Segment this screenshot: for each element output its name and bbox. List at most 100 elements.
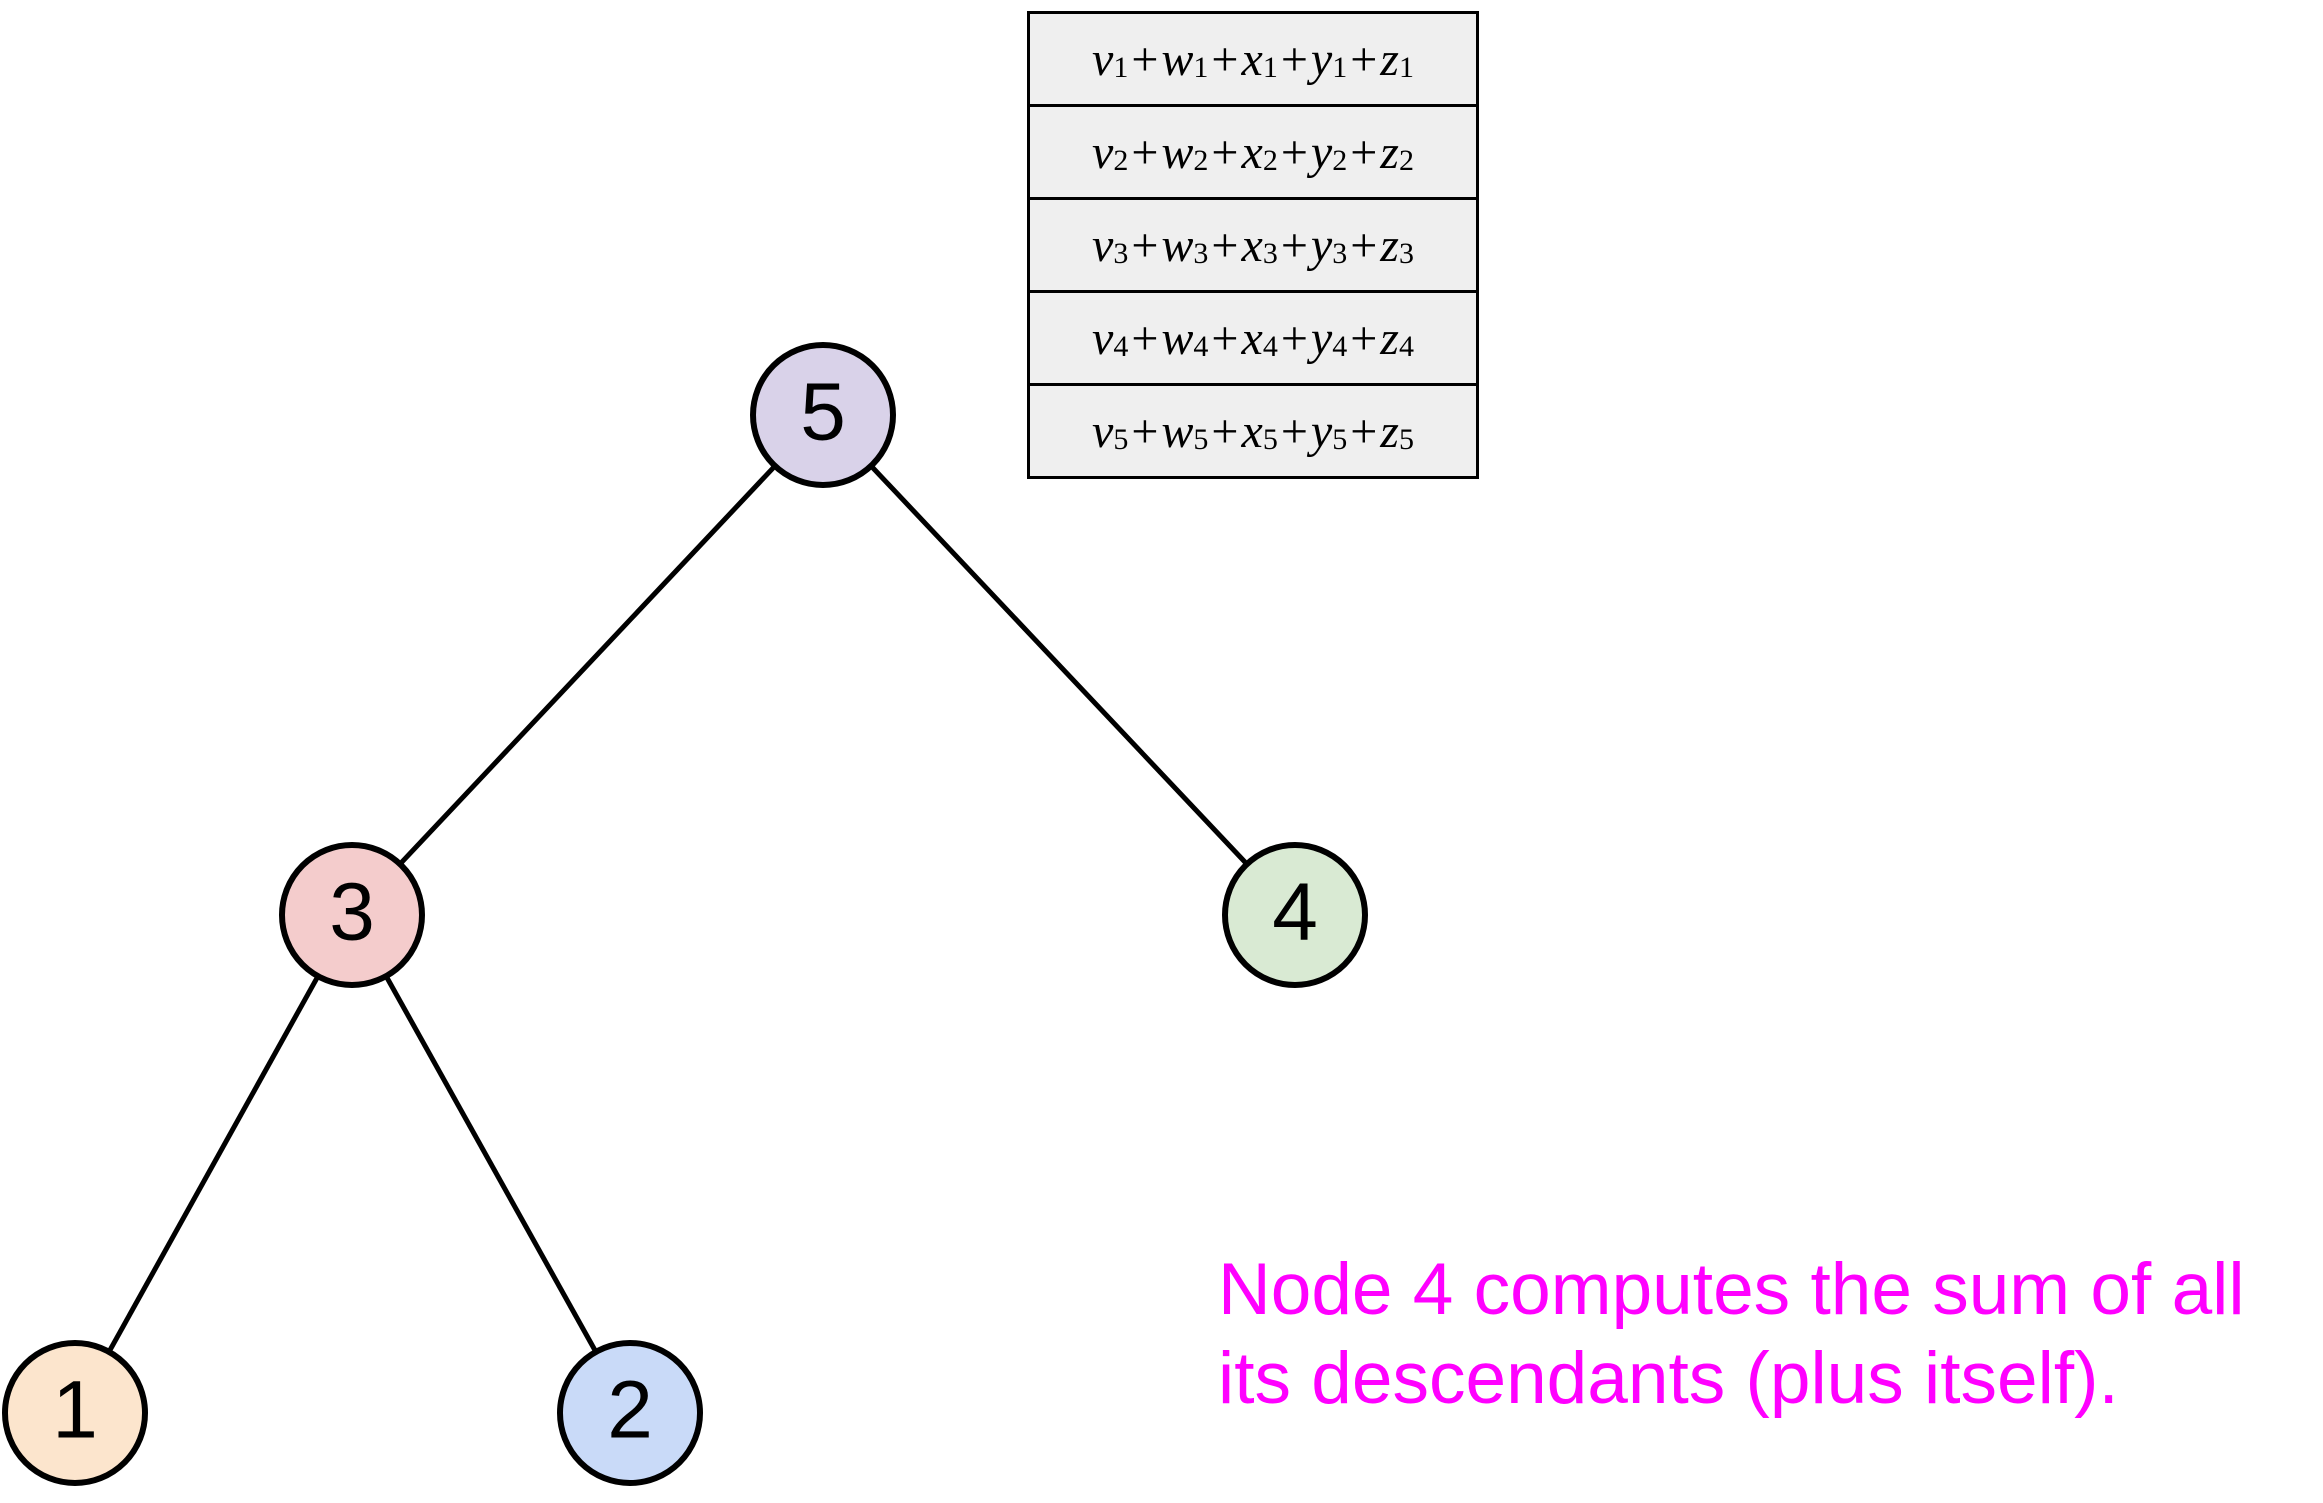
sum-expression-cell: v4+w4+x4+y4+z4 [1027,290,1479,386]
tree-node-3: 3 [279,842,425,988]
plus-operator: + [1280,125,1308,179]
annotation-text: Node 4 computes the sum of all its desce… [1218,1245,2318,1423]
term-variable: z [1380,125,1399,179]
edge-3-1 [106,974,321,1354]
plus-operator: + [1131,311,1159,365]
term-variable: x [1241,311,1263,365]
term-subscript: 5 [1113,422,1129,456]
term-variable: v [1092,218,1114,272]
plus-operator: + [1211,32,1239,86]
annotation-line-2: its descendants (plus itself). [1218,1338,2119,1419]
term-subscript: 4 [1398,329,1414,363]
tree-node-2: 2 [557,1340,703,1486]
term-subscript: 4 [1113,329,1129,363]
term-subscript: 3 [1262,236,1278,270]
term-variable: w [1161,32,1194,86]
node-label-5: 5 [800,367,846,458]
plus-operator: + [1131,125,1159,179]
tree-nodes: 5 3 4 1 2 [2,342,1368,1486]
term-subscript: 2 [1332,143,1348,177]
plus-operator: + [1280,218,1308,272]
node-label-2: 2 [607,1365,653,1456]
node-circle-4 [1222,842,1368,988]
plus-operator: + [1131,32,1159,86]
term-variable: v [1092,311,1114,365]
term-variable: w [1161,404,1194,458]
plus-operator: + [1211,311,1239,365]
plus-operator: + [1131,404,1159,458]
node-label-1: 1 [52,1365,98,1456]
sum-table-row: v2+w2+x2+y2+z2 [1027,104,1479,200]
term-subscript: 5 [1262,422,1278,456]
term-subscript: 1 [1262,50,1278,84]
term-subscript: 3 [1398,236,1414,270]
term-variable: z [1380,32,1399,86]
edge-5-4 [869,464,1249,866]
tree-node-4: 4 [1222,842,1368,988]
term-subscript: 2 [1193,143,1209,177]
plus-operator: + [1350,404,1378,458]
node-circle-2 [557,1340,703,1486]
term-variable: y [1310,125,1333,179]
term-subscript: 1 [1113,50,1129,84]
term-subscript: 3 [1113,236,1129,270]
sum-table-row: v1+w1+x1+y1+z1 [1027,11,1479,107]
plus-operator: + [1211,404,1239,458]
sum-expression-cell: v5+w5+x5+y5+z5 [1027,383,1479,479]
term-subscript: 3 [1193,236,1209,270]
term-subscript: 1 [1398,50,1414,84]
term-subscript: 3 [1332,236,1348,270]
term-variable: x [1241,218,1263,272]
term-variable: w [1161,218,1194,272]
node-circle-5 [750,342,896,488]
plus-operator: + [1350,32,1378,86]
plus-operator: + [1211,125,1239,179]
node-label-3: 3 [329,867,375,958]
term-subscript: 2 [1113,143,1129,177]
term-subscript: 1 [1332,50,1348,84]
node-label-4: 4 [1272,867,1318,958]
term-variable: y [1310,404,1333,458]
term-subscript: 5 [1398,422,1414,456]
term-variable: y [1310,218,1333,272]
plus-operator: + [1350,311,1378,365]
term-variable: w [1161,311,1194,365]
annotation-line-1: Node 4 computes the sum of all [1218,1249,2245,1330]
term-subscript: 4 [1193,329,1209,363]
sum-expression-cell: v3+w3+x3+y3+z3 [1027,197,1479,293]
term-variable: v [1092,125,1114,179]
term-subscript: 5 [1193,422,1209,456]
edge-3-2 [383,974,599,1354]
term-subscript: 5 [1332,422,1348,456]
node-circle-1 [2,1340,148,1486]
term-variable: w [1161,125,1194,179]
plus-operator: + [1350,218,1378,272]
edge-5-3 [398,464,777,866]
sum-table-row: v3+w3+x3+y3+z3 [1027,197,1479,293]
tree-node-1: 1 [2,1340,148,1486]
term-variable: x [1241,32,1263,86]
plus-operator: + [1280,404,1308,458]
term-variable: z [1380,218,1399,272]
term-variable: z [1380,404,1399,458]
term-variable: v [1092,32,1114,86]
term-subscript: 4 [1332,329,1348,363]
sum-expression-cell: v2+w2+x2+y2+z2 [1027,104,1479,200]
sum-table-row: v4+w4+x4+y4+z4 [1027,290,1479,386]
term-variable: x [1241,404,1263,458]
plus-operator: + [1280,32,1308,86]
tree-node-5: 5 [750,342,896,488]
plus-operator: + [1350,125,1378,179]
term-variable: z [1380,311,1399,365]
term-variable: x [1241,125,1263,179]
term-subscript: 2 [1262,143,1278,177]
sum-expression-cell: v1+w1+x1+y1+z1 [1027,11,1479,107]
sum-table-row: v5+w5+x5+y5+z5 [1027,383,1479,479]
plus-operator: + [1280,311,1308,365]
term-variable: v [1092,404,1114,458]
node-circle-3 [279,842,425,988]
term-subscript: 1 [1193,50,1209,84]
term-variable: y [1310,32,1333,86]
term-subscript: 2 [1398,143,1414,177]
